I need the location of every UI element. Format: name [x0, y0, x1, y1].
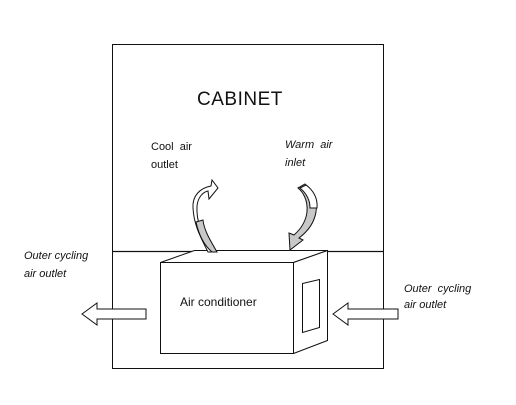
outer-right-label-line1: Outer cycling	[404, 283, 472, 295]
warm-air-label-line1: Warm air	[285, 139, 333, 151]
warm-air-label-line2: inlet	[285, 157, 306, 169]
cool-air-outlet-arrow	[192, 178, 219, 253]
outer-left-label-line1: Outer cycling	[24, 250, 89, 262]
air-conditioner-label: Air conditioner	[180, 295, 257, 309]
cool-air-label-line2: outlet	[151, 159, 178, 171]
cool-air-label-line1: Cool air	[151, 141, 192, 153]
air-conditioner-unit	[160, 249, 328, 355]
outer-outlet-left-arrow	[81, 302, 147, 326]
outer-right-label-line2: air outlet	[404, 299, 447, 311]
outer-outlet-right-arrow	[332, 302, 399, 326]
cabinet-outline	[112, 44, 384, 369]
ac-front-face	[160, 262, 294, 354]
outer-left-label-line2: air outlet	[24, 268, 67, 280]
warm-air-inlet-arrow	[288, 183, 318, 251]
cabinet-title: CABINET	[197, 89, 283, 110]
ac-side-vent	[302, 278, 320, 334]
